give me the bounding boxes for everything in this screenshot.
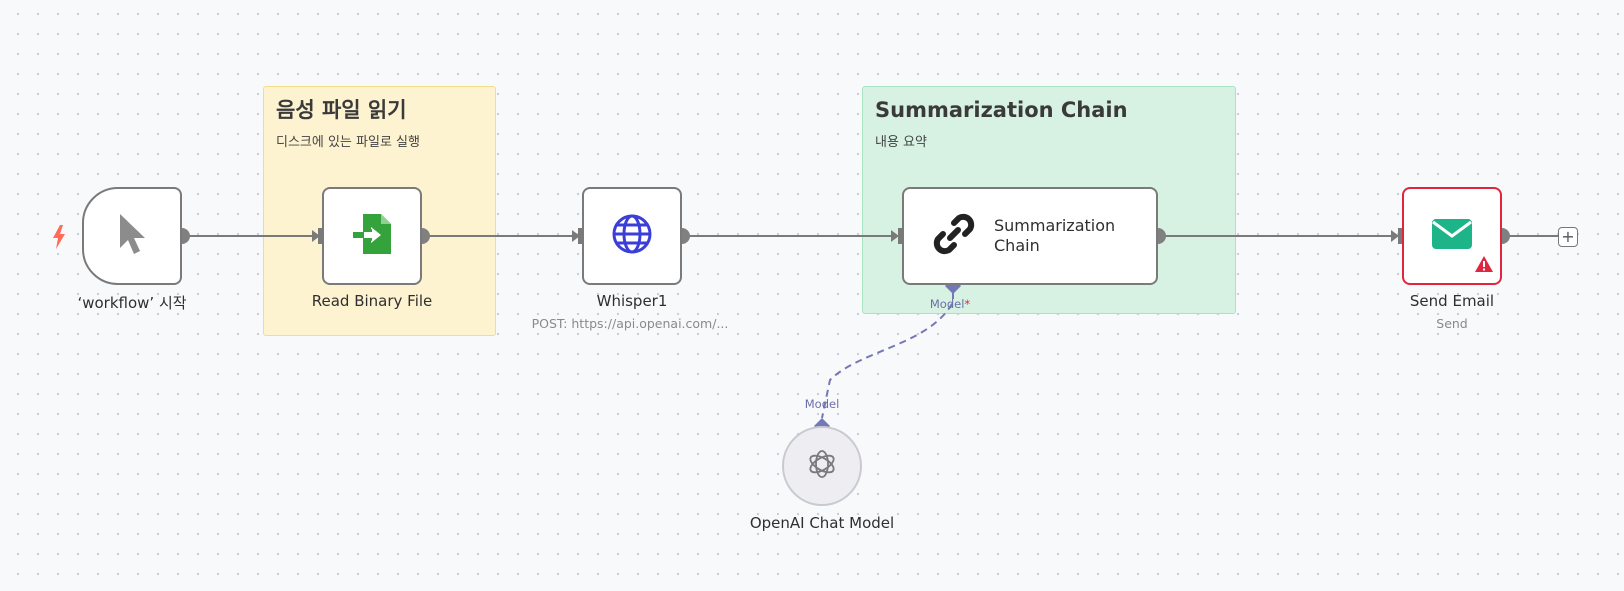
summarization-chain-node[interactable]: Summarization Chain [902,187,1158,285]
node-label: Read Binary File [311,292,433,310]
globe-icon [611,213,653,259]
openai-logo-icon [806,448,838,484]
cursor-pointer-icon [114,212,150,260]
model-port-label: Model [804,397,840,411]
send-email-node[interactable] [1402,187,1502,285]
link-chain-icon [932,212,976,260]
file-import-icon [351,212,393,260]
model-connection[interactable] [821,292,954,419]
input-handle[interactable] [578,228,584,244]
arrow-head [891,230,899,242]
sticky-body: 디스크에 있는 파일로 실행 [276,135,420,150]
node-label: Whisper1 [596,292,668,310]
node-label: OpenAI Chat Model [749,514,895,532]
warning-icon[interactable] [1474,255,1494,277]
node-label: ‘workflow’ 시작 [77,294,187,312]
node-subtitle: POST: https://api.openai.com/... [531,316,729,331]
sticky-title: Summarization Chain [875,98,1128,122]
input-handle[interactable] [1398,228,1404,244]
sticky-note-read-audio[interactable]: 음성 파일 읽기 디스크에 있는 파일로 실행 [263,86,496,336]
openai-chat-model-node[interactable] [782,426,862,506]
node-title: Summarization Chain [994,216,1116,255]
sticky-title: 음성 파일 읽기 [276,98,407,122]
input-handle[interactable] [898,228,904,244]
envelope-icon [1431,218,1473,254]
node-subtitle: Send [1436,316,1468,331]
sticky-body: 내용 요약 [875,135,927,150]
arrow-head [312,230,320,242]
read-binary-file-node[interactable] [322,187,422,285]
model-port-label: Model* [929,297,971,311]
workflow-start-node[interactable] [82,187,182,285]
add-node-button[interactable]: + [1558,227,1578,247]
input-handle[interactable] [318,228,324,244]
trigger-bolt-icon [50,224,68,250]
whisper1-node[interactable] [582,187,682,285]
arrow-head [1391,230,1399,242]
node-label: Send Email [1409,292,1495,310]
arrow-head [572,230,580,242]
